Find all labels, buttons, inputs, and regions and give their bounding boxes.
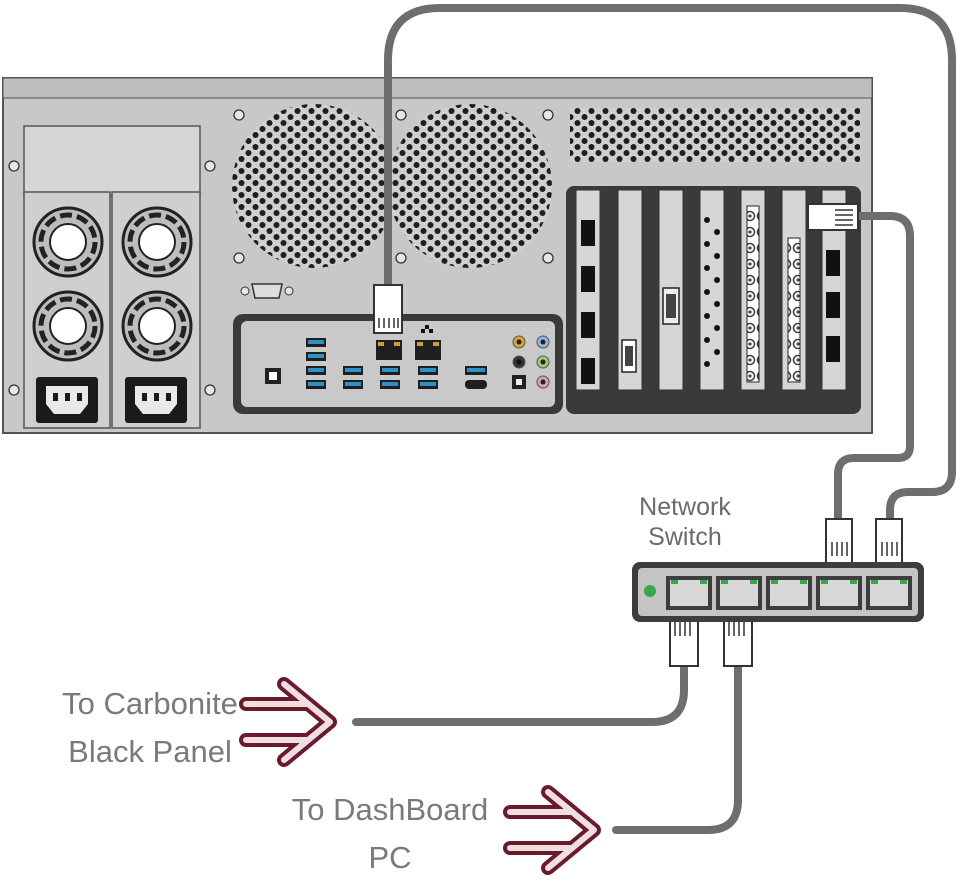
audio-jacks-icon bbox=[512, 335, 550, 389]
usb-ports bbox=[306, 338, 487, 389]
vent-grille bbox=[232, 104, 860, 268]
perforated-bracket bbox=[704, 217, 720, 367]
network-switch-label: Network Switch bbox=[620, 492, 750, 552]
dvi-port-icon bbox=[621, 339, 637, 373]
vga-port-icon bbox=[662, 287, 680, 325]
psu-fan-icon bbox=[121, 290, 193, 362]
ethernet-cable bbox=[352, 4, 956, 834]
serial-port-icon bbox=[240, 283, 294, 299]
arrow-right-icon bbox=[239, 677, 337, 767]
power-inlet-icon bbox=[125, 377, 187, 423]
carbonite-label-line2: Black Panel bbox=[68, 734, 232, 770]
arrow-right-icon bbox=[503, 785, 601, 875]
network-switch-label-line1: Network bbox=[639, 493, 731, 521]
ethernet-port-icon bbox=[376, 325, 441, 360]
psu-fan-icon bbox=[121, 206, 193, 278]
bnc-connectors-icon bbox=[746, 205, 801, 383]
carbonite-label: To Carbonite Black Panel bbox=[20, 680, 280, 776]
dashboard-label-line2: PC bbox=[368, 840, 412, 876]
psu-fan-icon bbox=[32, 290, 104, 362]
switch-ports bbox=[666, 576, 912, 610]
carbonite-label-line1: To Carbonite bbox=[62, 686, 238, 721]
psu-fan-icon bbox=[32, 206, 104, 278]
plug-contacts bbox=[378, 209, 898, 636]
network-switch-label-line2: Switch bbox=[648, 523, 722, 551]
dashboard-label: To DashBoard PC bbox=[260, 786, 520, 882]
expansion-card-area bbox=[566, 186, 861, 414]
screw-icon bbox=[8, 109, 554, 396]
power-led-icon bbox=[644, 585, 656, 597]
dashboard-label-line1: To DashBoard bbox=[291, 792, 489, 827]
power-inlet-icon bbox=[36, 377, 98, 423]
hdmi-ports-icon bbox=[581, 220, 840, 384]
